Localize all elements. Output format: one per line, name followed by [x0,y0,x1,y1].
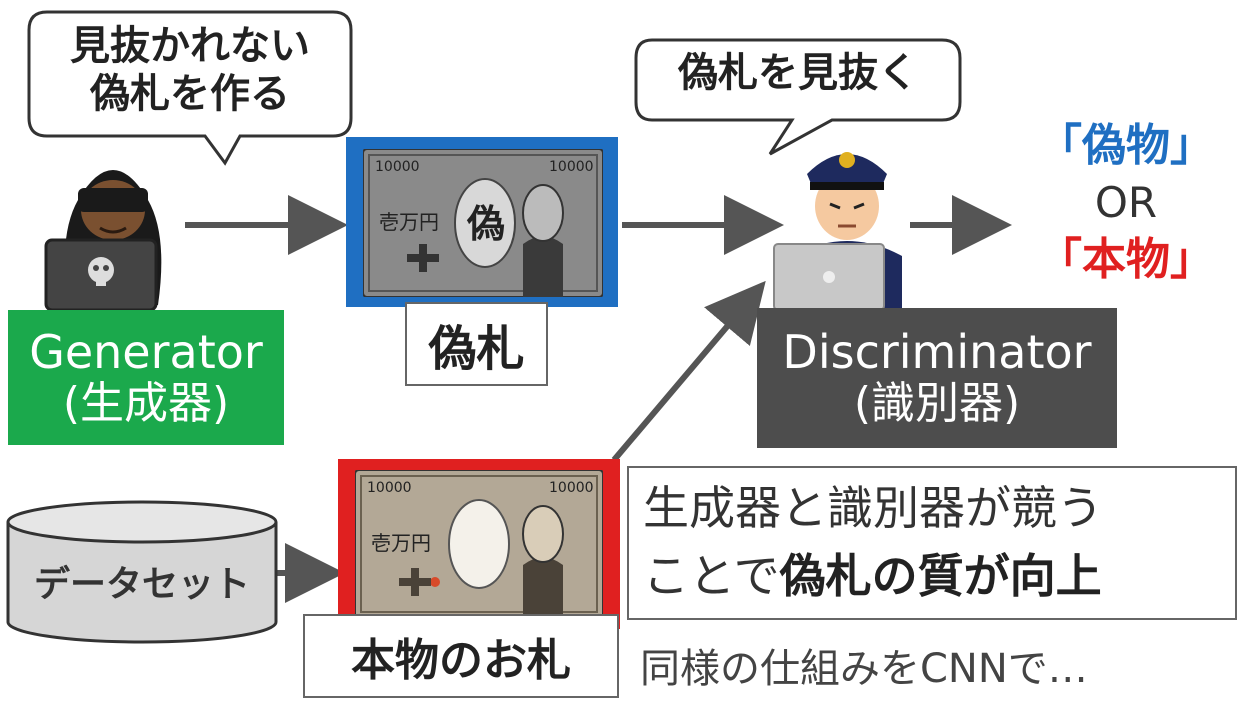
police-badge-icon [839,152,855,168]
summary-line2-plain: ことで [643,549,780,603]
generator-speech-line1: 見抜かれない [70,23,310,69]
real-banknote: 10000 10000 壱万円 [355,470,603,618]
footnote: 同様の仕組みをCNNで… [640,646,1088,692]
discriminator-label: Discriminator [782,325,1092,380]
fake-bill-caption: 偽札 [405,302,548,386]
verdict-or: OR [1094,178,1158,227]
real-bill-kanji: 壱万円 [371,531,431,555]
skull-icon [88,257,114,286]
real-bill-caption: 本物のお札 [303,614,619,698]
fake-denom-right: 10000 [549,159,594,175]
real-to-discriminator-arrow [611,280,766,462]
discriminator-label-ja: (識別器) [853,378,1021,430]
real-denom-right: 10000 [549,480,594,496]
laptop-logo-icon [823,271,835,283]
real-denom-left: 10000 [367,480,412,496]
generator-speech-bubble [27,10,353,166]
fake-banknote: 10000 10000 壱万円 偽 [363,149,603,297]
generator-speech-line2: 偽札を作る [90,71,290,117]
discriminator-speech-bubble [634,38,962,156]
fake-denom-left: 10000 [375,159,420,175]
verdict-fake: 「偽物」 [1038,120,1214,171]
police-officer-illustration [773,152,902,311]
summary-line1: 生成器と識別器が競う [643,481,1103,535]
discriminator-speech: 偽札を見抜く [678,50,918,96]
hacker-illustration [44,170,162,310]
dataset-database-icon [6,500,278,644]
summary-box: 生成器と識別器が競う ことで偽札の質が向上 [627,466,1237,620]
fake-bill-kanji: 壱万円 [379,210,439,234]
dataset-label: データセット [33,564,250,605]
generator-label-ja: (生成器) [62,377,230,429]
generator-label: Generator [29,324,263,379]
verdict-real: 「本物」 [1038,234,1214,285]
generator-label-box: Generator (生成器) [8,310,284,445]
summary-line2-bold: 偽札の質が向上 [779,549,1102,603]
verdict: 「偽物」 OR 「本物」 [1026,118,1226,288]
fake-mark: 偽 [466,202,505,246]
discriminator-label-box: Discriminator (識別器) [757,308,1117,448]
